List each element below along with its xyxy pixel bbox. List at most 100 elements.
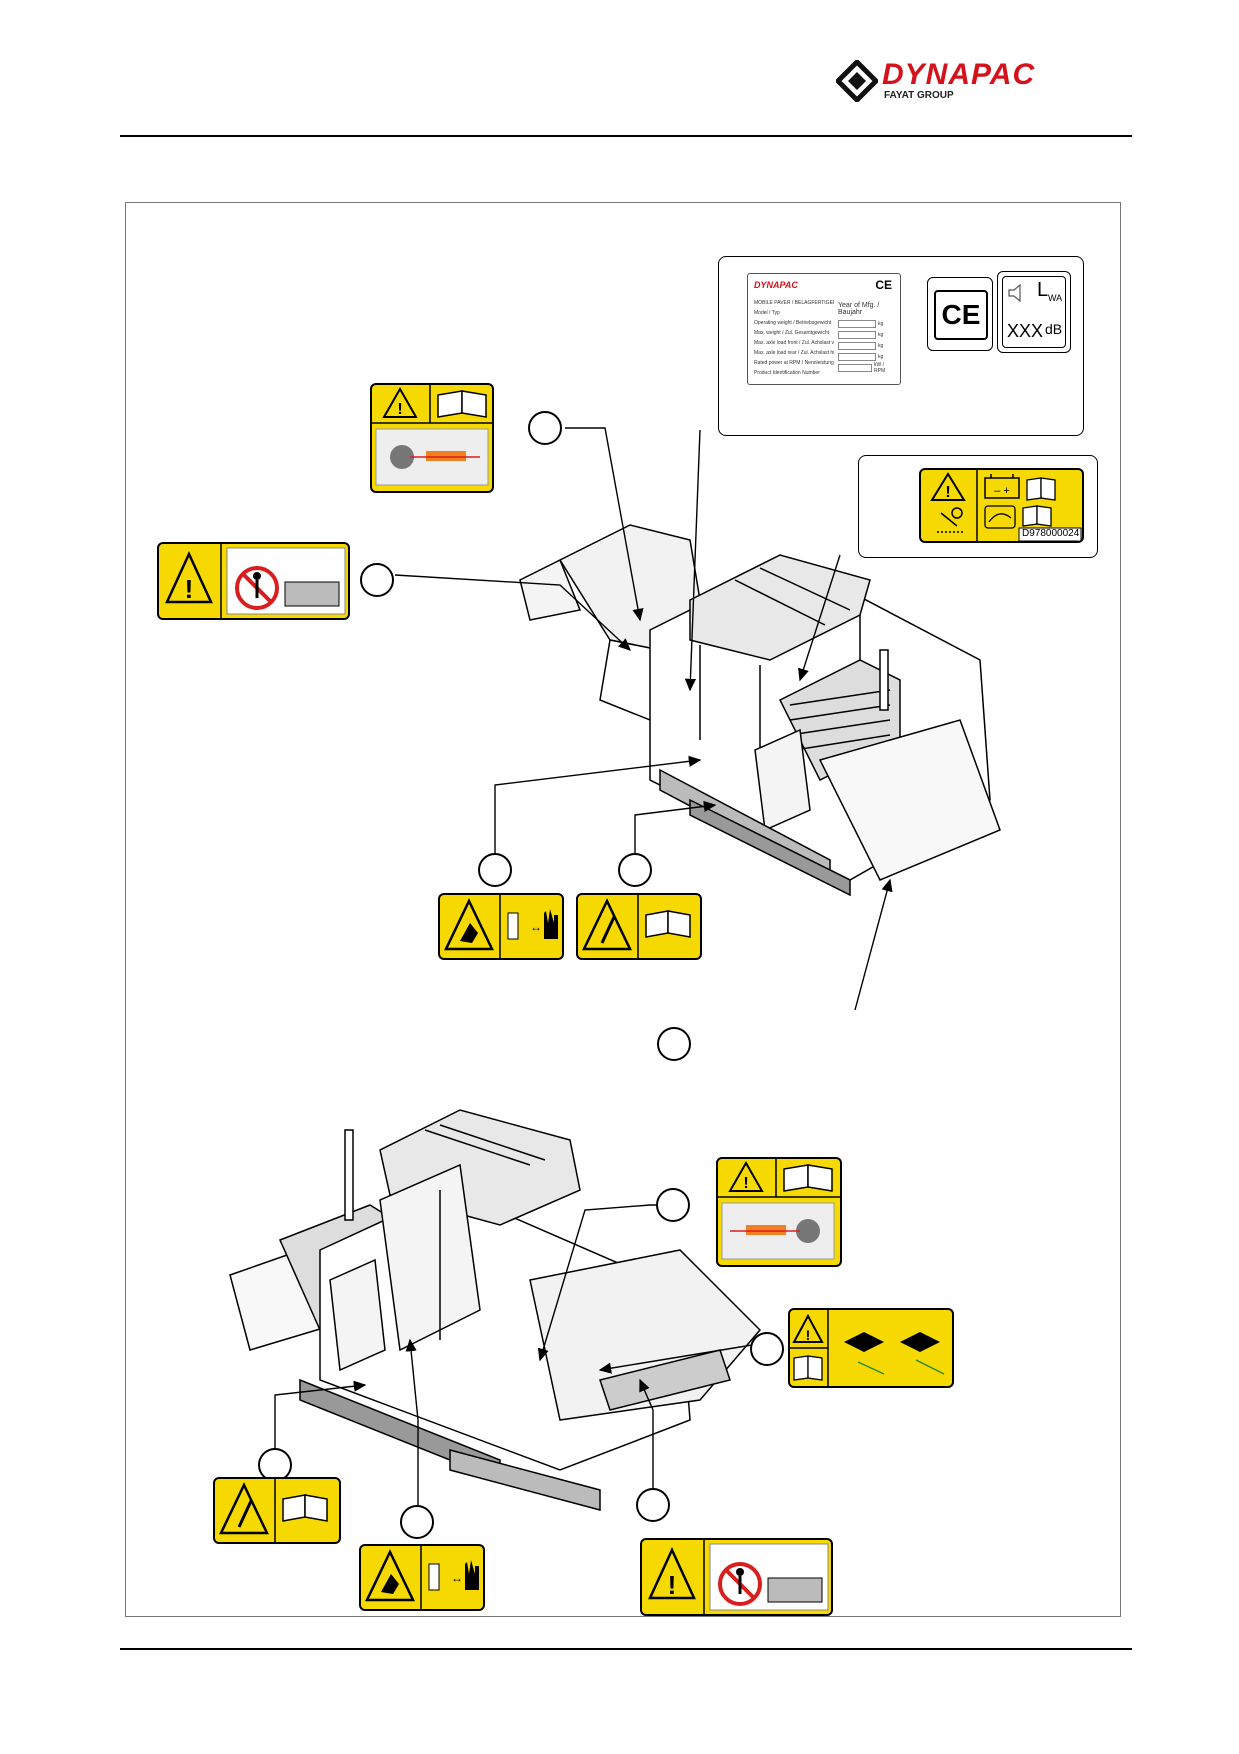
plate-field-label: Max. axle load front / Zul. Achslast vor… bbox=[754, 340, 834, 346]
battery-terminals: – + bbox=[994, 485, 1010, 497]
plate-field-label: Rated power at RPM / Nennleistung bei Dr… bbox=[754, 360, 834, 366]
no-person-warning-decal-lower: ! bbox=[640, 1538, 833, 1616]
paver-machine-lower bbox=[229, 1109, 762, 1511]
ce-decal: CE bbox=[927, 277, 993, 351]
manual-book-icon-2 bbox=[1022, 505, 1052, 527]
plate-value-box: kg bbox=[838, 318, 894, 329]
callout-circle bbox=[618, 853, 652, 887]
no-person-icon bbox=[235, 566, 279, 610]
manual-book-icon bbox=[437, 390, 487, 418]
plate-field-label: Operating weight / Betriebsgewicht bbox=[754, 320, 832, 326]
warning-triangle-icon bbox=[165, 550, 213, 604]
warning-triangle-icon bbox=[728, 1160, 764, 1192]
warning-triangle-icon bbox=[365, 1549, 415, 1602]
screed-lift-decal: ! bbox=[788, 1308, 954, 1388]
manual-book-icon bbox=[1026, 477, 1056, 501]
header-rule bbox=[120, 135, 1132, 137]
plate-value-box: kg bbox=[838, 351, 894, 362]
plate-brand: DYNAPAC bbox=[754, 280, 798, 290]
plate-field-label: Model / Typ bbox=[754, 310, 780, 316]
plate-year-label: Year of Mfg. / Baujahr bbox=[838, 302, 880, 316]
callout-circle bbox=[656, 1188, 690, 1222]
manual-book-icon bbox=[793, 1355, 823, 1381]
lift-point-icon bbox=[600, 916, 616, 944]
brand-group: FAYAT GROUP bbox=[884, 90, 954, 101]
callout-circle bbox=[478, 853, 512, 887]
hand-crush-icon bbox=[460, 923, 478, 943]
noise-value: XXX bbox=[1007, 321, 1044, 341]
dynapac-logo: DYNAPAC FAYAT GROUP bbox=[836, 58, 1136, 104]
plate-ce-mark: CE bbox=[875, 278, 892, 292]
noise-subscript: WA bbox=[1048, 293, 1063, 303]
callout-circle bbox=[657, 1027, 691, 1061]
lift-warning-decal bbox=[576, 893, 702, 960]
plate-field-label: MOBILE PAVER / BELAGFERTIGER bbox=[754, 300, 834, 306]
lift-warning-decal-lower bbox=[213, 1477, 341, 1544]
battery-decal-code: D978000024 bbox=[1022, 528, 1080, 539]
callout-circle bbox=[360, 563, 394, 597]
ce-mark: CE bbox=[934, 290, 988, 340]
plate-unit: kg bbox=[878, 320, 884, 327]
noise-symbol: L bbox=[1037, 279, 1049, 301]
svg-text:↔: ↔ bbox=[451, 1571, 463, 1585]
warning-triangle-icon bbox=[444, 898, 494, 951]
plate-unit: kg bbox=[878, 331, 884, 338]
warning-triangle-icon bbox=[792, 1313, 824, 1343]
svg-text:!: ! bbox=[668, 1570, 677, 1600]
hand-crush-decal: ↔ bbox=[438, 893, 564, 960]
callout-circle bbox=[258, 1448, 292, 1482]
warning-triangle-icon bbox=[648, 1546, 696, 1600]
svg-text:!: ! bbox=[397, 401, 402, 418]
speaker-icon bbox=[1008, 283, 1021, 303]
warning-triangle-icon bbox=[930, 472, 966, 501]
maintenance-manual-decal: ! bbox=[370, 383, 494, 493]
battery-decal-panel: ! – + D978000024 bbox=[858, 455, 1098, 558]
callout-circle bbox=[400, 1505, 434, 1539]
svg-text:↔: ↔ bbox=[530, 920, 542, 934]
no-person-icon bbox=[718, 1562, 762, 1606]
hand-crush-icon bbox=[381, 1574, 399, 1594]
lift-point-icon bbox=[237, 1500, 253, 1528]
svg-text:!: ! bbox=[185, 574, 194, 604]
plate-field-label: Max. axle load rear / Zul. Achslast hint… bbox=[754, 350, 834, 356]
svg-text:!: ! bbox=[743, 1175, 748, 1192]
plate-unit: kW / RPM bbox=[874, 361, 886, 374]
warning-triangle-icon bbox=[219, 1482, 269, 1535]
noise-level-decal: L WA XXX dB bbox=[997, 271, 1071, 353]
svg-text:!: ! bbox=[806, 1327, 811, 1343]
dynapac-diamond-icon bbox=[836, 60, 878, 102]
plate-value-box: kg bbox=[838, 340, 894, 351]
stop-hand-icon bbox=[465, 1560, 479, 1590]
manual-book-icon bbox=[645, 910, 691, 938]
warning-triangle-icon bbox=[382, 386, 418, 418]
stop-hand-icon bbox=[544, 909, 558, 939]
battery-icon bbox=[984, 474, 1020, 499]
battery-welding-decal: ! – + D978000024 bbox=[919, 468, 1084, 543]
plate-field-label: Max. weight / Zul. Gesamtgewicht bbox=[754, 330, 830, 336]
manual-book-icon bbox=[783, 1164, 833, 1192]
callout-circle bbox=[750, 1332, 784, 1366]
plate-value-box: kW / RPM bbox=[838, 361, 894, 374]
welding-icon bbox=[937, 507, 965, 533]
callout-circle bbox=[636, 1488, 670, 1522]
footer-rule bbox=[120, 1648, 1132, 1650]
warning-triangle-icon bbox=[582, 898, 632, 951]
brand-name: DYNAPAC bbox=[882, 58, 1036, 91]
hand-crush-decal-lower: ↔ bbox=[359, 1544, 485, 1611]
paver-machine-upper bbox=[519, 524, 1001, 897]
clamp-icon bbox=[984, 505, 1016, 529]
screed-lock-icon bbox=[844, 1332, 940, 1352]
manual-book-icon bbox=[282, 1494, 328, 1522]
plate-unit: kg bbox=[878, 353, 884, 360]
svg-text:!: ! bbox=[945, 484, 950, 501]
plate-value-box: kg bbox=[838, 329, 894, 340]
no-person-warning-decal: ! bbox=[157, 542, 350, 620]
plate-unit: kg bbox=[878, 342, 884, 349]
callout-circle bbox=[528, 411, 562, 445]
figure-frame bbox=[125, 202, 1121, 1617]
